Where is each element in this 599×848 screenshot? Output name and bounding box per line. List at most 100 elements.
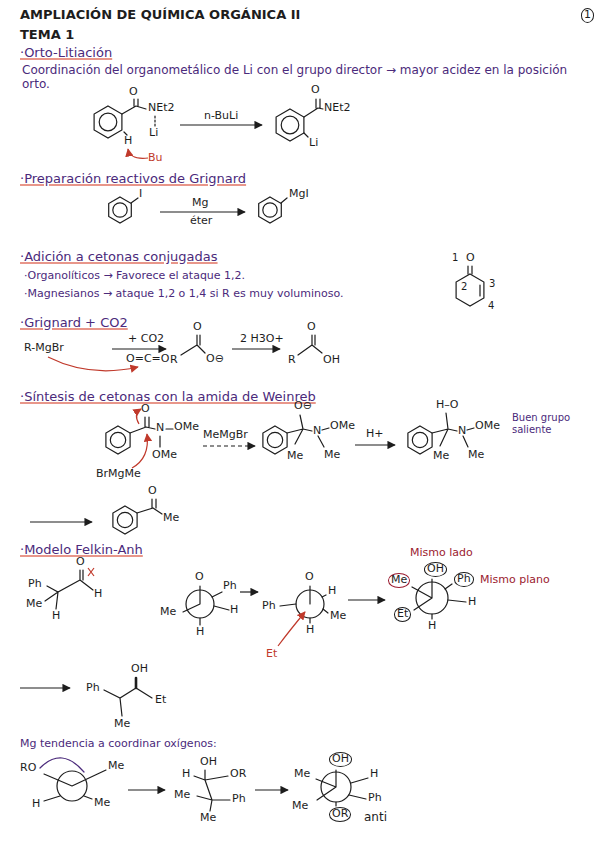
chem-label: Me — [114, 718, 130, 731]
chem-label: I — [139, 188, 142, 201]
chem-label: O=C=O — [126, 353, 169, 366]
chem-label: Bu — [148, 152, 163, 165]
chem-label: N — [313, 425, 321, 438]
chem-label: 1 — [452, 252, 458, 264]
aromatic-circle — [110, 432, 125, 447]
chem-label: Ph — [368, 792, 382, 805]
chem-label: TEMA 1 — [20, 28, 74, 43]
aromatic-circle — [113, 203, 127, 217]
chem-label: NEt2 — [148, 102, 175, 115]
page-title: AMPLIACIÓN DE QUÍMICA ORGÁNICA II — [20, 8, 300, 23]
chem-label: Me — [294, 768, 310, 781]
chem-label: + CO2 — [128, 333, 164, 346]
note-text: Buen grupo saliente — [512, 412, 584, 435]
chem-label: OH — [131, 663, 148, 676]
section-heading: ·Síntesis de cetonas con la amida de Wei… — [20, 390, 316, 405]
chem-label: H — [370, 768, 378, 781]
chem-label: OMe — [330, 420, 355, 433]
chem-label: Ph — [28, 578, 42, 591]
chem-label: anti — [364, 811, 387, 825]
chem-label: n-BuLi — [204, 110, 238, 123]
chem-label: Et — [155, 694, 166, 707]
chem-label: éter — [190, 215, 212, 228]
chem-label: OMe — [475, 420, 500, 433]
chem-label: BrMgMe — [96, 468, 141, 481]
chem-label: H — [230, 604, 238, 617]
chem-label: Ph — [232, 793, 246, 806]
ring — [94, 106, 122, 138]
ring — [259, 197, 282, 223]
chem-label: Me — [163, 512, 179, 525]
note-text: ·Organolíticos → Favorece el ataque 1,2. — [24, 270, 245, 283]
aromatic-circle — [412, 432, 427, 447]
chem-label: RO — [20, 762, 36, 775]
chem-label: OH — [323, 354, 340, 367]
chem-label: H+ — [366, 428, 384, 441]
ring — [263, 426, 287, 454]
chem-label: N — [458, 425, 466, 438]
chem-label: Me — [292, 800, 308, 813]
chem-label: Me — [94, 797, 110, 810]
chem-label: O — [129, 86, 138, 99]
chem-label: O — [307, 321, 316, 334]
ring — [276, 109, 304, 141]
chem-label: Ph — [86, 682, 100, 695]
aromatic-circle — [117, 512, 132, 527]
chem-label: Ph — [454, 572, 474, 587]
rings — [94, 106, 484, 534]
chem-label: O — [148, 485, 157, 498]
note-text: ·Magnesianos → ataque 1,2 o 1,4 si R es … — [24, 288, 343, 301]
chem-label: H–O — [436, 399, 458, 412]
chem-label: Me — [174, 789, 190, 802]
chem-label: Ph — [262, 600, 276, 613]
chem-label: H — [328, 585, 336, 598]
chem-label: R — [288, 354, 296, 367]
chem-label: OH — [329, 752, 352, 767]
reaction-arrows — [20, 125, 395, 790]
ring — [113, 506, 137, 534]
chem-label: O — [76, 556, 85, 569]
chem-label: H — [182, 768, 190, 781]
chem-label: O — [193, 321, 202, 334]
section-heading: ·Preparación reactivos de Grignard — [20, 172, 246, 187]
chem-label: O — [305, 571, 314, 584]
chem-label: Et — [266, 648, 277, 661]
ring — [106, 426, 130, 454]
chem-label: NEt2 — [324, 102, 351, 115]
chem-label: Ph — [223, 580, 237, 593]
chem-label: O⊖ — [294, 400, 312, 413]
chem-label: H — [32, 798, 40, 811]
chem-label: Mismo lado — [410, 547, 473, 560]
chem-label: O⊖ — [206, 353, 224, 366]
chem-label: Mismo plano — [480, 574, 550, 587]
chem-label: 2 H3O+ — [240, 333, 284, 346]
chem-label: Me — [468, 449, 484, 462]
chem-label: H — [52, 610, 60, 623]
chem-label: O — [195, 571, 204, 584]
ring — [109, 197, 132, 223]
aromatic-circle — [267, 432, 282, 447]
chem-label: Me — [388, 573, 410, 588]
chem-label: O — [466, 252, 475, 265]
chem-label: OMe — [174, 421, 199, 434]
chem-label: O — [141, 403, 150, 416]
chem-label: H — [468, 596, 476, 609]
chem-label: Me — [433, 450, 449, 463]
chem-label: R-MgBr — [24, 342, 64, 355]
chem-label: H — [428, 620, 436, 633]
aromatic-circle — [263, 203, 277, 217]
chem-label: Mg — [192, 197, 208, 210]
chem-label: Me — [330, 610, 346, 623]
chem-label: Me — [26, 598, 42, 611]
chem-label: MgI — [289, 188, 309, 201]
aromatic-circle — [281, 116, 299, 134]
chem-label: Me — [200, 812, 216, 825]
chem-label: OMe — [152, 449, 177, 462]
chem-label: 2 — [461, 281, 467, 293]
chem-label: Me — [108, 760, 124, 773]
section-heading: ·Adición a cetonas conjugadas — [20, 250, 218, 265]
chem-label: OR — [230, 768, 246, 781]
ring — [408, 426, 432, 454]
chem-label: O — [311, 84, 320, 97]
note-text: Coordinación del organometálico de Li co… — [22, 64, 577, 92]
